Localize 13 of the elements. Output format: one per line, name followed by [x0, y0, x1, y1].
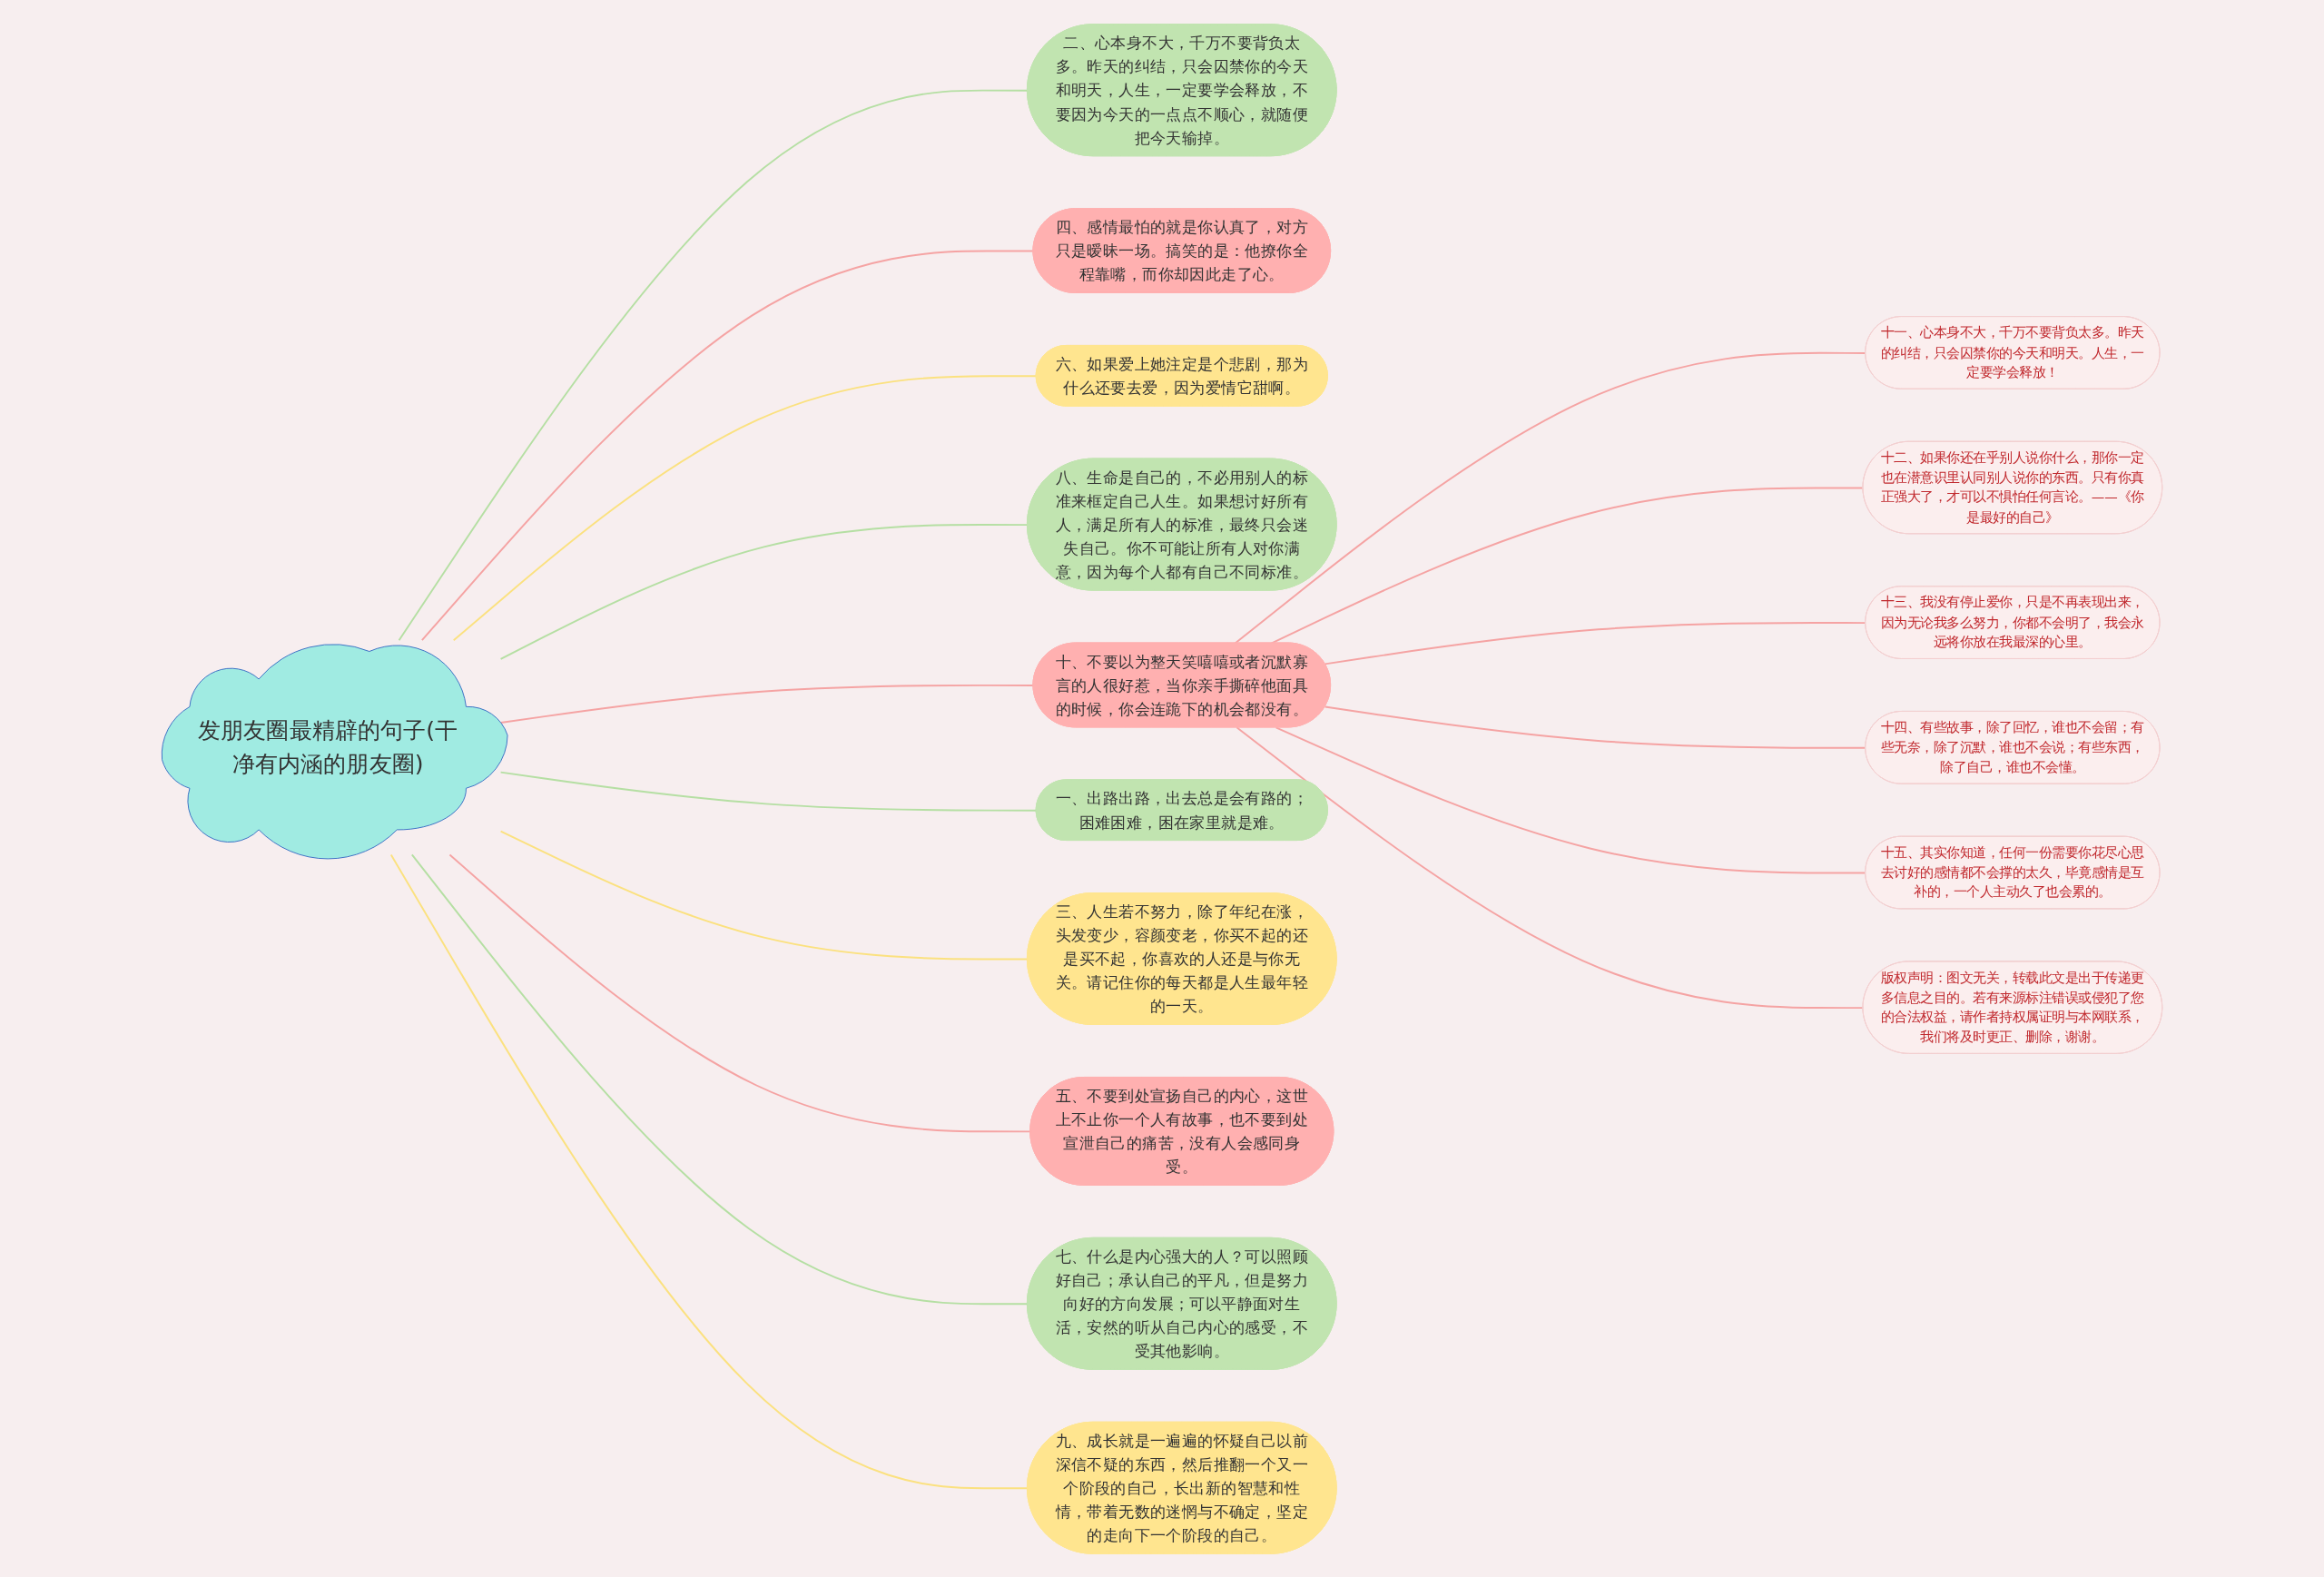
connector — [389, 853, 1029, 1489]
node-text: 十四、有些故事，除了回忆，谁也不会留；有些无奈，除了沉默，谁也不会说；有些东西，除了自己，谁也不会懂。 — [1880, 719, 2144, 775]
connector — [410, 853, 1029, 1305]
connector — [499, 830, 1029, 960]
connector — [452, 374, 1038, 641]
node-text: 十一、心本身不大，千万不要背负太多。昨天的纠结，只会囚禁你的今天和明天。人生，一定要学会释放！ — [1880, 324, 2144, 380]
node-text: 十五、其实你知道，任何一份需要你花尽心思去讨好的感情都不会撑的太久，毕竟感情是互补的，一个人主动久了也会累的。 — [1880, 843, 2144, 900]
node-text: 版权声明：图文无关，转载此文是出于传递更多信息之目的。若有来源标注错误或侵犯了您的合法权益，请作者持权属证明与本网联系，我们将及时更正、删除，谢谢。 — [1880, 969, 2144, 1045]
connector — [499, 523, 1029, 660]
node-text: 十二、如果你还在乎别人说你什么，那你一定也在潜意识里认同别人说你的东西。只有你真正强大了，才可以不惧怕任何言论。——《你是最好的自己》 — [1880, 448, 2144, 525]
node-text: 十三、我没有停止爱你，只是不再表现出来，因为无论我多么努力，你都不会明了，我会永远将你放在我最深的心里。 — [1880, 594, 2144, 650]
connector — [398, 89, 1029, 641]
connector — [499, 771, 1038, 812]
